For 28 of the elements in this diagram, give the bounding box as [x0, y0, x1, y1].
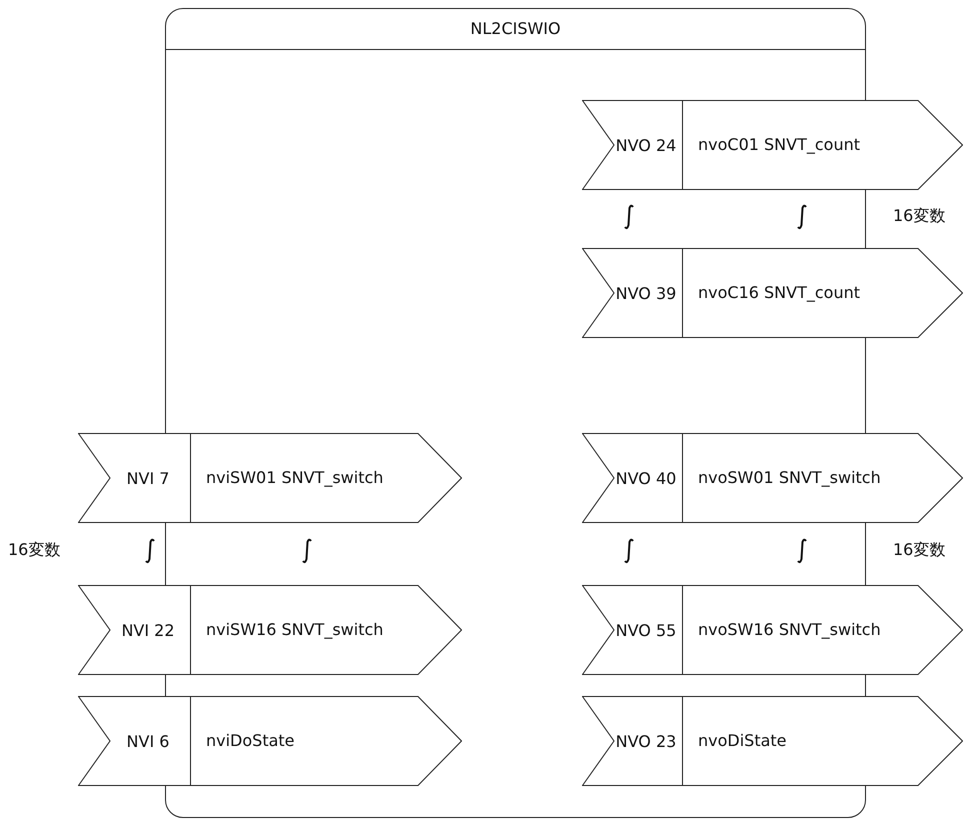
variable-number: NVI 6 — [126, 732, 170, 750]
count-note: 16変数 — [8, 540, 60, 561]
variable-tag — [78, 433, 462, 523]
variable-number: NVO 39 — [616, 284, 676, 302]
variable-tag — [78, 696, 462, 786]
variable-number: NVI 22 — [121, 620, 175, 640]
variable-number: NVI 7 — [126, 468, 170, 488]
block-title: NL2CISWIO — [470, 19, 561, 38]
variable-name: nvoSW01 SNVT_switch — [698, 466, 881, 489]
variable-name: nvoC01 SNVT_count — [698, 134, 860, 156]
variable-name: nviDoState — [206, 730, 295, 752]
variable-tag — [582, 433, 963, 523]
variable-name: nviSW01 SNVT_switch — [206, 466, 384, 489]
variable-name: nvoDiState — [698, 730, 787, 752]
variable-number: NVO 24 — [616, 136, 676, 154]
count-note: 16変数 — [893, 206, 946, 227]
count-note: 16変数 — [893, 540, 946, 561]
variable-name: nvoC16 SNVT_count — [698, 282, 860, 304]
variable-number: NVO 23 — [616, 732, 676, 750]
variable-tag — [78, 585, 462, 675]
variable-number: NVO 40 — [616, 468, 676, 488]
variable-tag — [582, 585, 963, 675]
variable-tag — [582, 100, 963, 190]
variable-name: nvoSW16 SNVT_switch — [698, 618, 881, 641]
variable-number: NVO 55 — [616, 620, 676, 640]
variable-tag — [582, 248, 963, 338]
variable-tag — [582, 696, 963, 786]
variable-name: nviSW16 SNVT_switch — [206, 618, 384, 641]
